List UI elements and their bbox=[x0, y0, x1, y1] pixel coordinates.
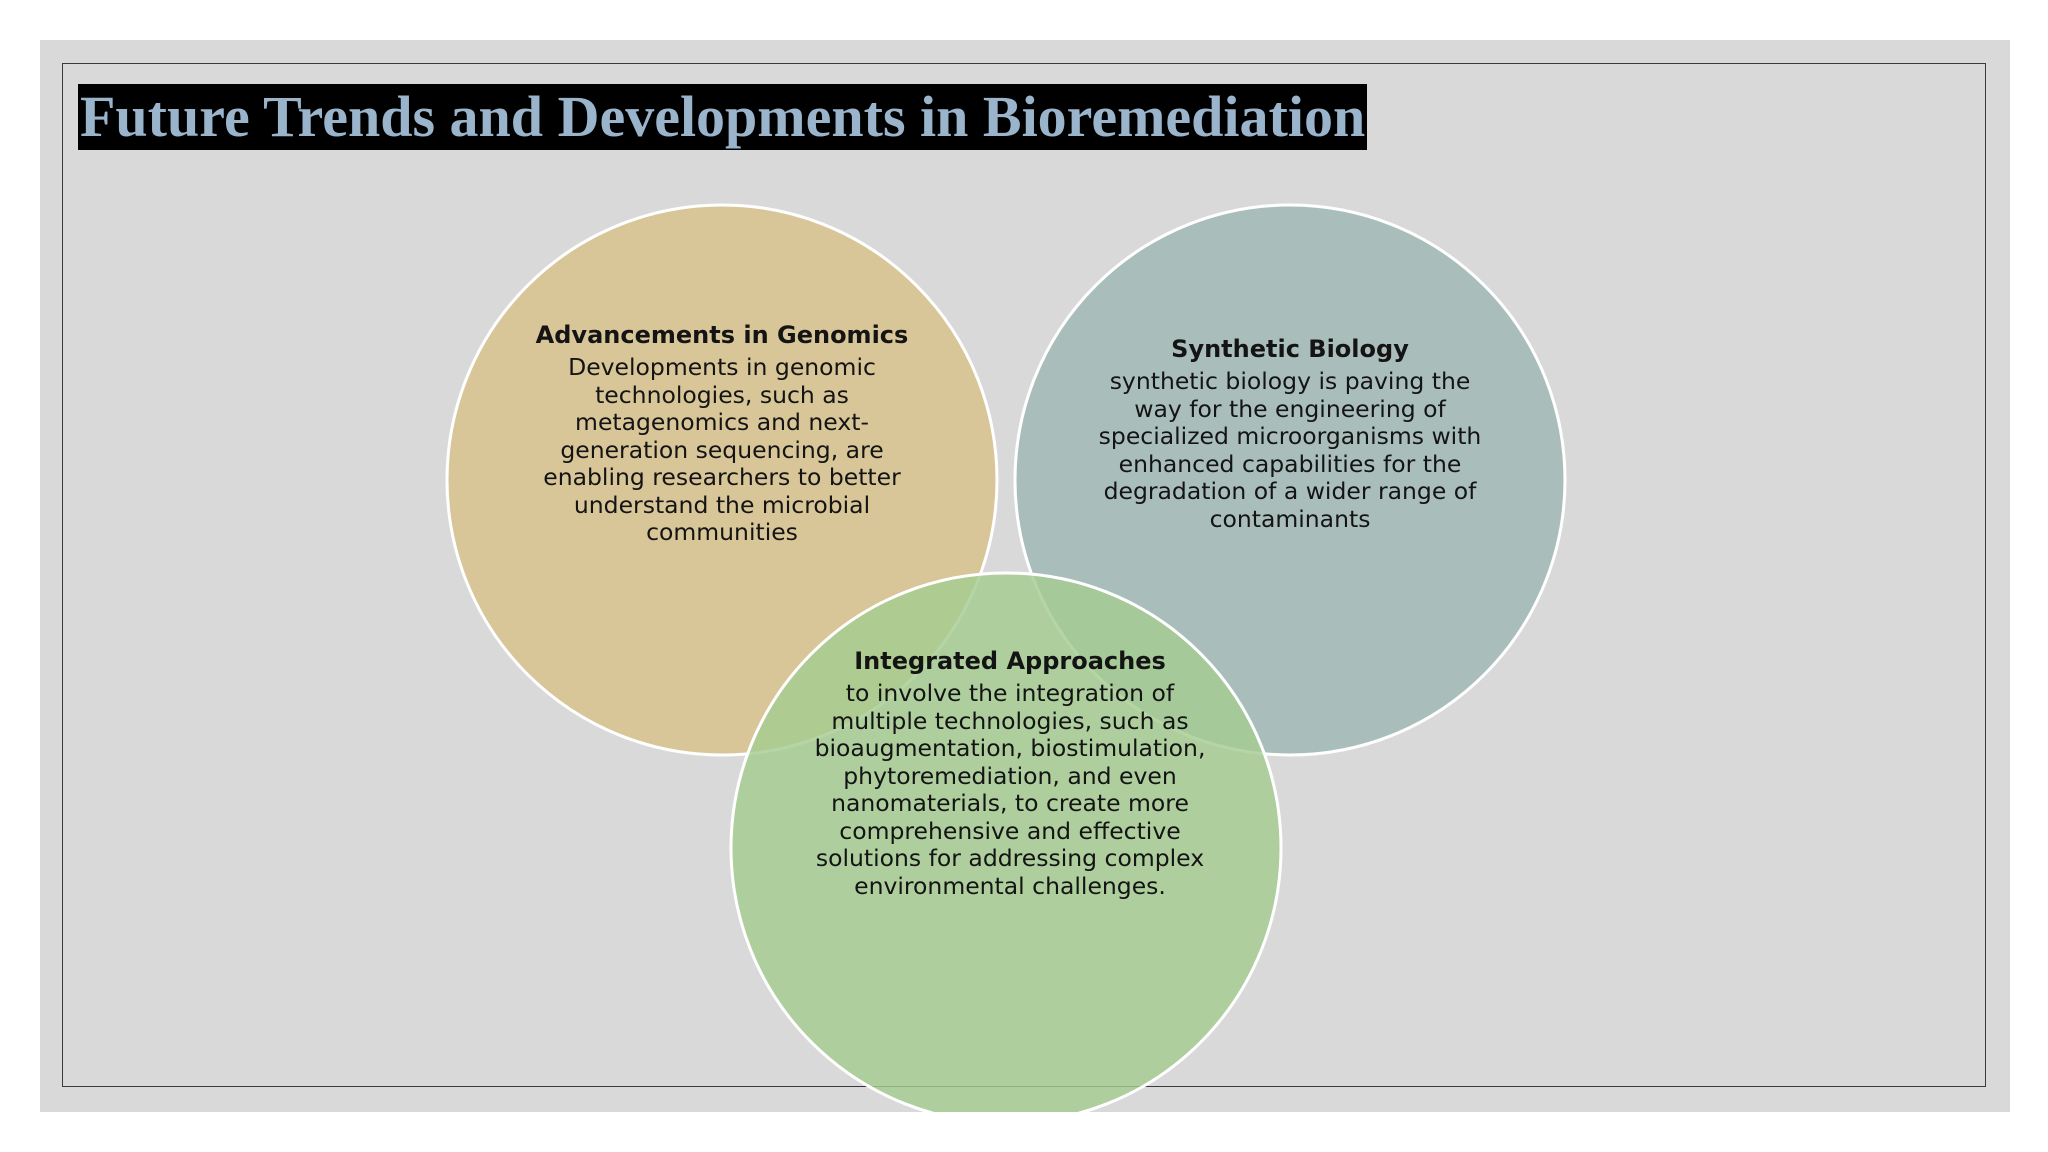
genomics-heading: Advancements in Genomics bbox=[535, 321, 909, 349]
integrated-body: to involve the integration of multiple t… bbox=[814, 679, 1206, 900]
integrated-heading: Integrated Approaches bbox=[854, 647, 1166, 675]
slide-title: Future Trends and Developments in Biorem… bbox=[78, 84, 1368, 150]
circle-integrated bbox=[729, 571, 1283, 1112]
slide: Future Trends and Developments in Biorem… bbox=[40, 40, 2010, 1112]
genomics-body: Developments in genomic technologies, su… bbox=[543, 353, 901, 546]
synthetic-body: synthetic biology is paving the way for … bbox=[1098, 367, 1482, 533]
venn-diagram bbox=[445, 203, 1567, 1112]
genomics-text-block: Advancements in Genomics Developments in… bbox=[522, 320, 922, 547]
synthetic-heading: Synthetic Biology bbox=[1171, 335, 1409, 363]
integrated-text-block: Integrated Approaches to involve the int… bbox=[810, 646, 1210, 900]
synthetic-text-block: Synthetic Biology synthetic biology is p… bbox=[1090, 334, 1490, 533]
